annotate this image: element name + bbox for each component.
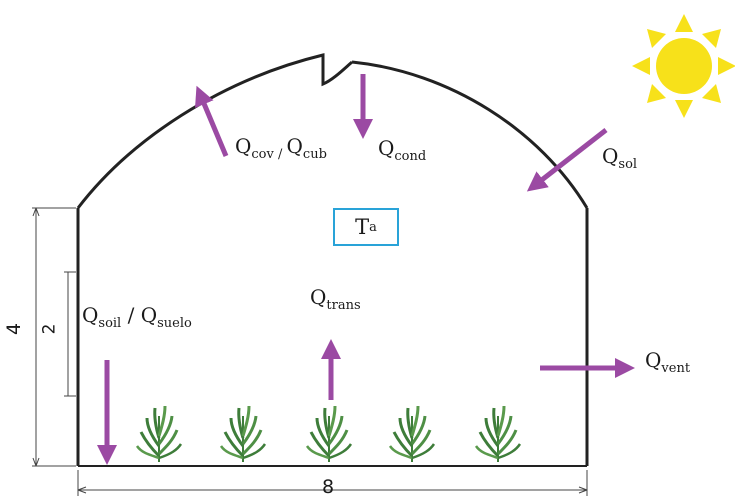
plant-icon [388,404,436,464]
label-q-vent: Qvent [645,348,691,376]
roof-left [76,53,353,209]
plant-icon [474,404,522,464]
greenhouse-outline [76,53,589,467]
heat-flux-arrows [97,74,635,465]
plant-icon [219,404,267,464]
plants-row [135,404,522,464]
dimension-lines [32,207,588,496]
dimension-height-side: 2 [39,323,60,335]
roof-right [351,60,589,209]
label-q-trans: Qtrans [310,285,361,313]
plant-icon [305,404,353,464]
dimension-width: 8 [322,476,335,498]
dimension-height-total: 4 [3,322,26,336]
label-q-cov: Qcov / Qcub [235,134,327,162]
q-cov-arrow [195,85,229,157]
plant-icon [135,404,183,464]
label-q-cond: Qcond [378,136,427,164]
label-q-sol: Qsol [602,144,638,172]
sun-icon [632,14,735,118]
q-sol-arrow [526,128,608,192]
label-q-soil: Qsoil / Qsuelo [82,303,192,331]
